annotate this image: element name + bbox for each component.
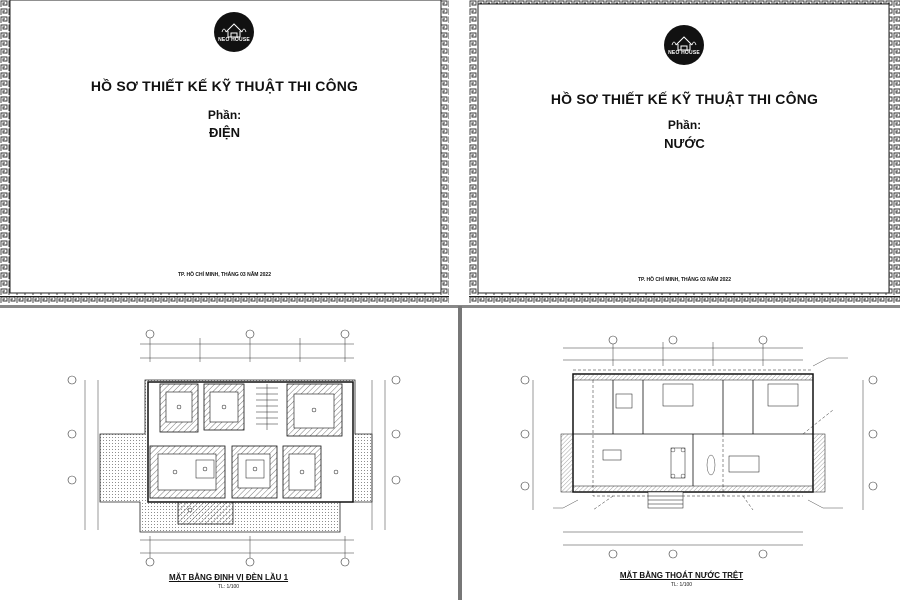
cover-sheet-electric: NEO HOUSE HỒ SƠ THIẾT KẾ KỸ THUẬT THI CÔ…	[0, 0, 449, 304]
plan-title: MẶT BẰNG ĐỊNH VỊ ĐÈN LẦU 1	[168, 573, 289, 582]
lighting-plan-sheet: MẶT BẰNG ĐỊNH VỊ ĐÈN LẦU 1 TL: 1/100	[0, 310, 457, 600]
logo-text: NEO HOUSE	[218, 37, 250, 43]
house-icon	[221, 23, 247, 38]
cover-sheet-water: NEO HOUSE HỒ SƠ THIẾT KẾ KỸ THUẬT THI CÔ…	[469, 0, 900, 304]
house-icon	[671, 36, 697, 51]
cover-title: HỒ SƠ THIẾT KẾ KỸ THUẬT THI CÔNG	[550, 91, 819, 107]
drainage-floor-plan	[520, 335, 878, 559]
drain-pipes	[573, 369, 834, 511]
plan-scale: TL: 1/100	[217, 584, 240, 590]
part-label: Phần:	[207, 108, 242, 122]
logo-text: NEO HOUSE	[668, 50, 700, 56]
lighting-floor-plan	[67, 329, 401, 567]
plan-scale: TL: 1/100	[670, 582, 693, 588]
neo-house-logo: NEO HOUSE	[664, 25, 704, 65]
cover-footer: TP. HỒ CHÍ MINH, THÁNG 03 NĂM 2022	[638, 277, 731, 283]
grid-markers	[520, 335, 878, 559]
light-fixtures	[172, 404, 339, 513]
stairs	[256, 384, 278, 430]
drainage-plan-sheet: MẶT BẰNG THOÁT NƯỚC TRỆT TL: 1/100	[463, 310, 900, 600]
part-value: NƯỚC	[664, 136, 705, 151]
cover-footer: TP. HỒ CHÍ MINH, THÁNG 03 NĂM 2022	[178, 272, 271, 278]
neo-house-logo: NEO HOUSE	[214, 12, 254, 52]
grid-markers	[67, 329, 401, 567]
cover-title: HỒ SƠ THIẾT KẾ KỸ THUẬT THI CÔNG	[90, 78, 359, 94]
interior-walls	[573, 380, 813, 486]
annotation-leaders	[553, 357, 848, 509]
front-steps	[647, 491, 684, 509]
part-label: Phần:	[667, 118, 702, 132]
dimension-lines	[532, 342, 864, 546]
dimension-lines	[84, 338, 386, 558]
furniture	[602, 383, 799, 479]
plan-title: MẶT BẰNG THOÁT NƯỚC TRỆT	[619, 571, 744, 580]
part-value: ĐIỆN	[208, 125, 241, 140]
